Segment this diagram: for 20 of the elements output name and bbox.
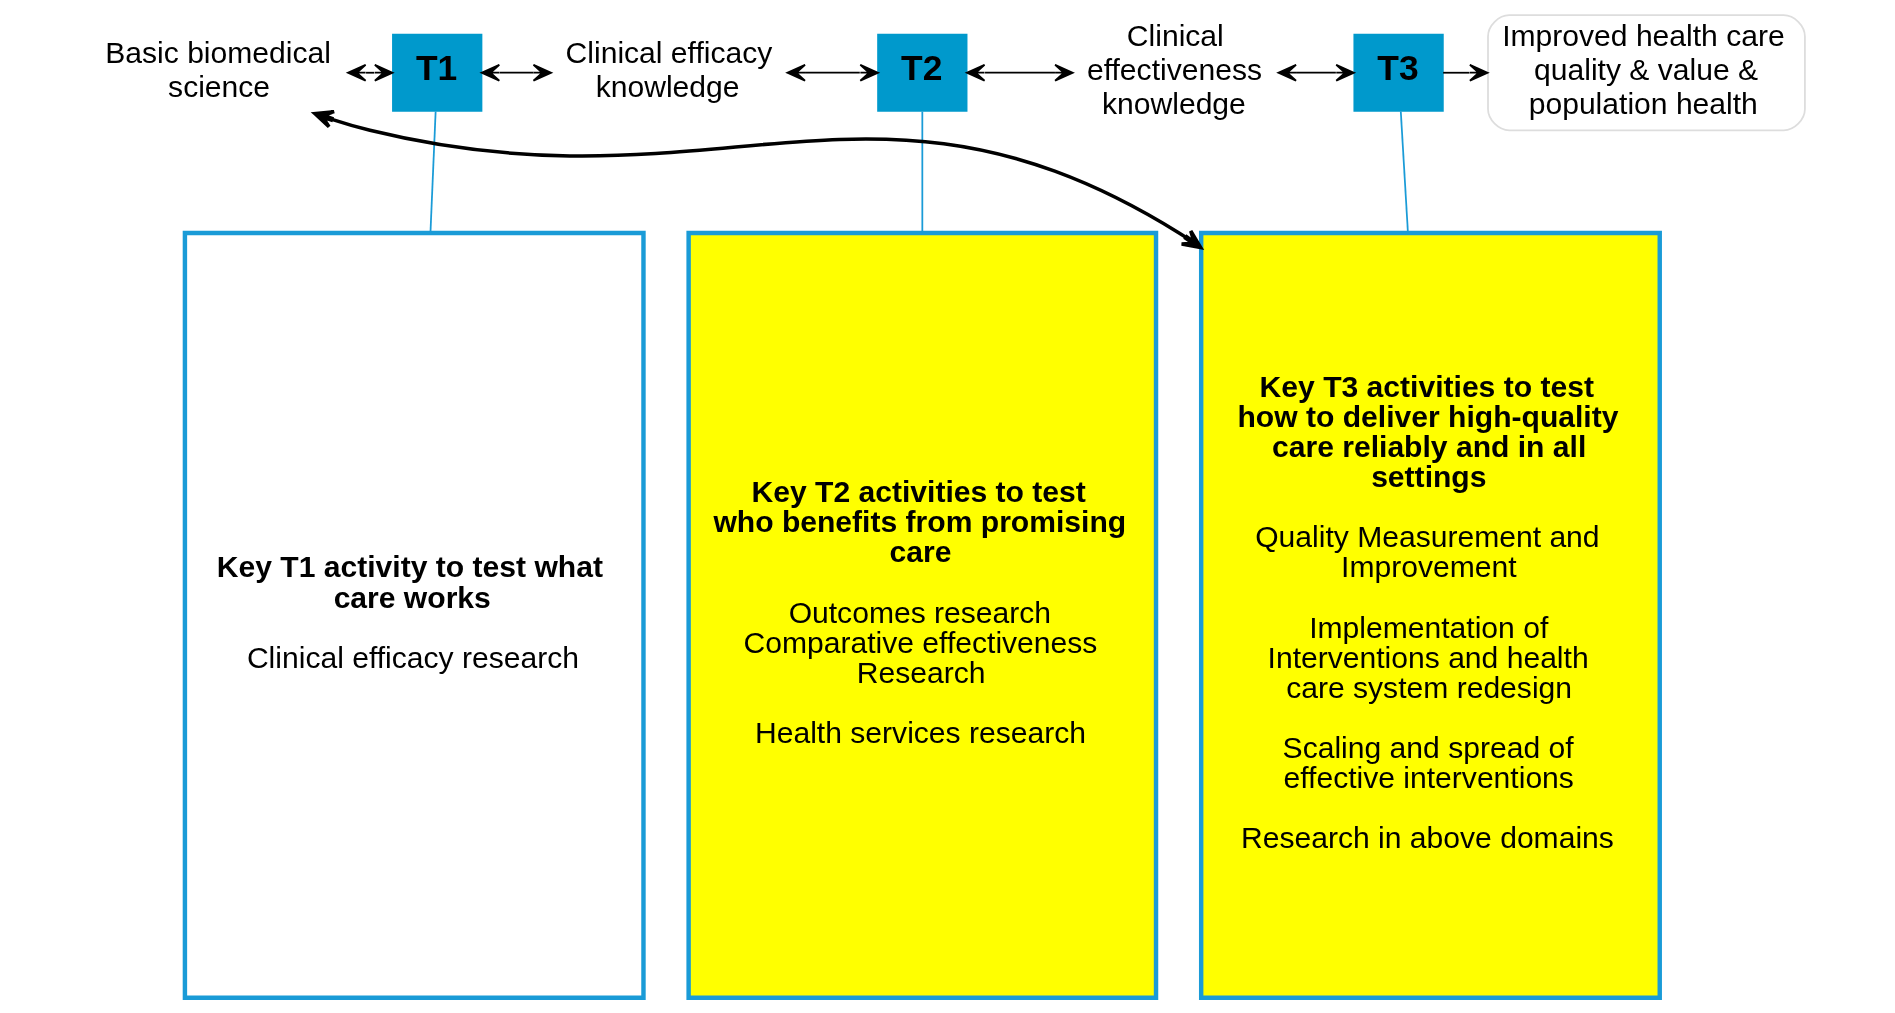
arrow [785,63,879,82]
node-box: T1 [391,33,482,112]
arrow [312,109,1202,250]
connector [1399,110,1409,234]
node-box: T3 [1352,33,1444,112]
node-box: T2 [876,33,967,112]
node-box: Key T3 activities to test how to deliver high-quality care reliably and in all settings Quality Measurement and Improvement Implementation of Interventions and health care system redesign Scaling and spread of effective interventions Research in above domains [1198,230,1662,1001]
arrow [1441,63,1488,82]
arrow [480,63,552,82]
connector [429,110,437,234]
arrow [1276,63,1355,82]
node-text: Clinical effectiveness knowledge [1086,19,1262,120]
connector [920,110,923,234]
arrow [965,63,1074,82]
node-text: Basic biomedical science [104,36,331,103]
node-box: Key T2 activities to test who benefits from promising care Outcomes research Comparative effectiveness Research Health services research [685,230,1158,1001]
node-box: Improved health care quality & value & population health [1486,14,1806,132]
node-text: Clinical efficacy knowledge [565,36,772,103]
arrow [346,63,393,82]
node-box: Key T1 activity to test what care works Clinical efficacy research [182,230,646,1001]
